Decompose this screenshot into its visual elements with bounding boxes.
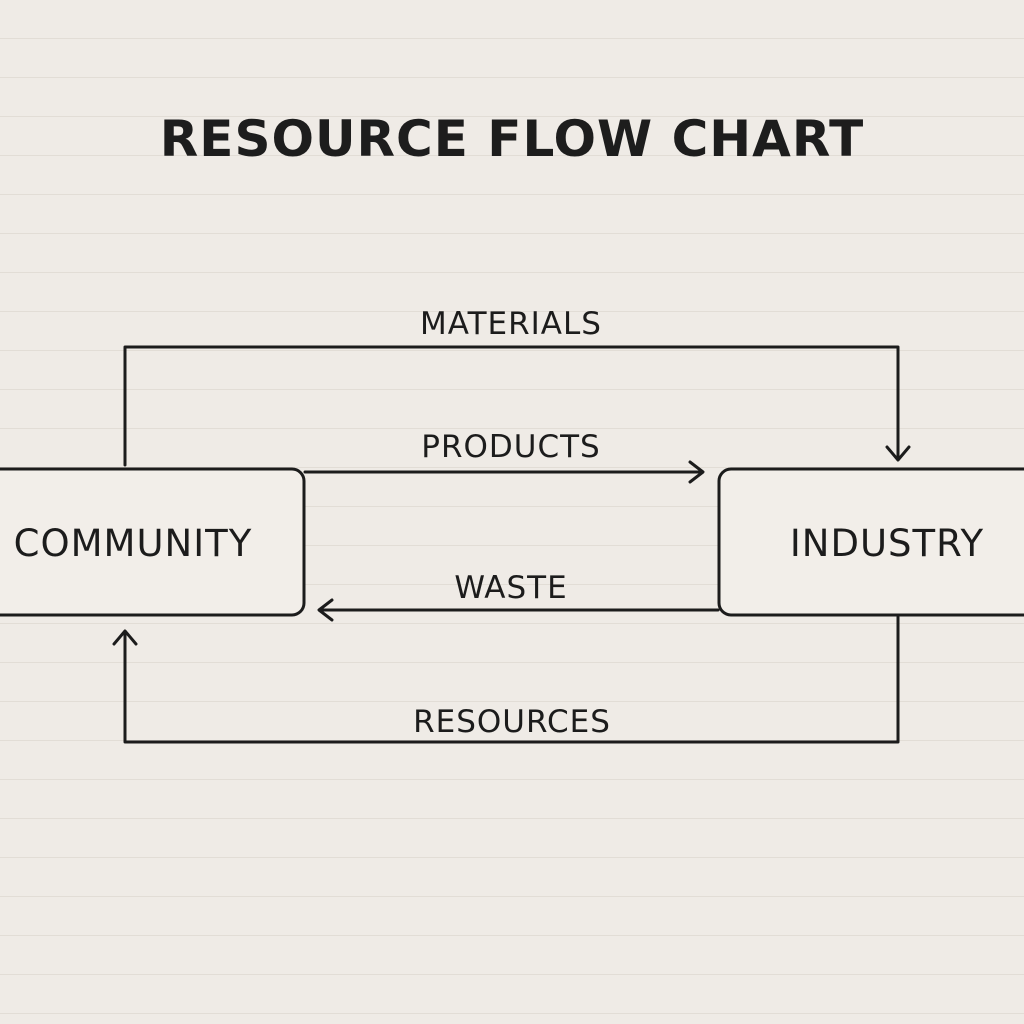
waste-arrowhead — [317, 598, 334, 622]
resources-arrowhead — [112, 629, 138, 646]
materials-label: MATERIALS — [420, 306, 602, 342]
community-label: COMMUNITY — [14, 522, 253, 565]
node-industry: INDUSTRY — [717, 467, 1024, 617]
node-community: COMMUNITY — [0, 467, 306, 617]
flow-waste: WASTE — [317, 570, 720, 622]
flow-resources: RESOURCES — [112, 615, 900, 744]
materials-connector — [123, 345, 900, 467]
flow-products: PRODUCTS — [303, 429, 705, 484]
products-label: PRODUCTS — [421, 429, 600, 465]
materials-arrowhead — [885, 445, 911, 462]
industry-label: INDUSTRY — [790, 522, 984, 565]
community-box — [0, 467, 306, 617]
resources-label: RESOURCES — [413, 704, 611, 740]
products-arrowhead — [688, 460, 705, 484]
industry-box — [717, 467, 1024, 617]
flow-materials: MATERIALS — [123, 306, 911, 467]
resources-connector — [123, 615, 900, 744]
waste-label: WASTE — [454, 570, 567, 606]
diagram-title: RESOURCE FLOW CHART — [159, 110, 865, 168]
